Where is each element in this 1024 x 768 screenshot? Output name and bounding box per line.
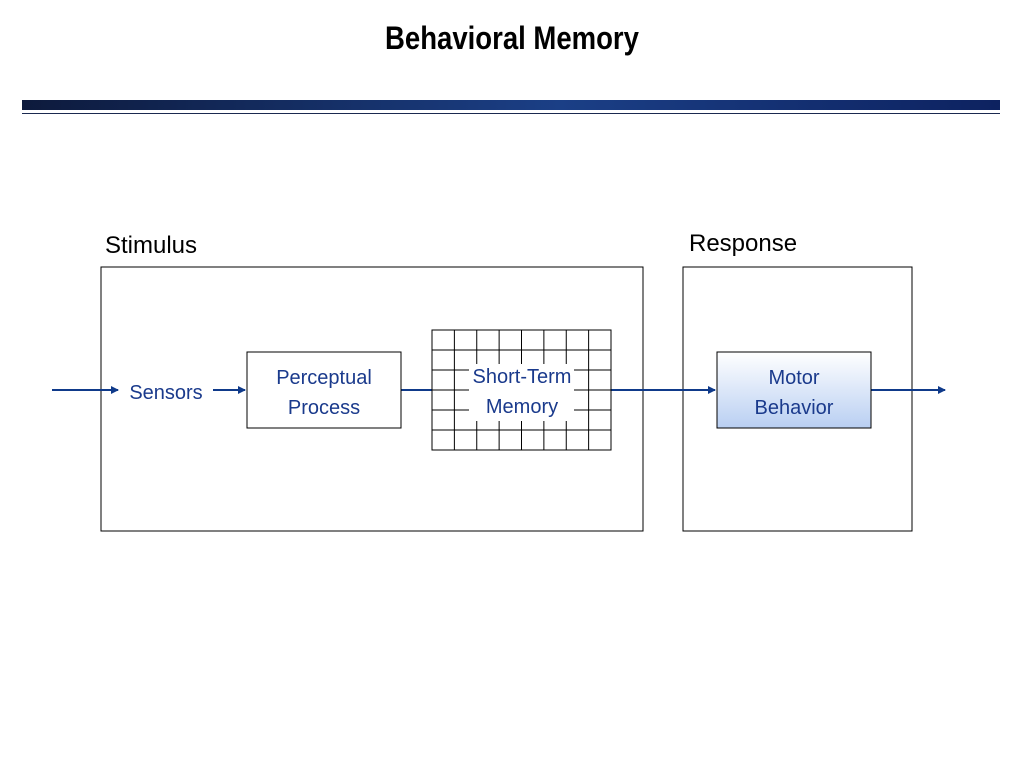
response-box — [682, 266, 913, 532]
title-underline-bar — [22, 100, 1000, 110]
motor-line1: Motor — [768, 367, 819, 389]
stm-line2: Memory — [486, 396, 558, 418]
perceptual-line2: Process — [288, 397, 360, 419]
motor-line2: Behavior — [755, 397, 834, 419]
sensors-label: Sensors — [129, 382, 202, 404]
stimulus-label: Stimulus — [105, 232, 197, 259]
motor-behavior-node: Motor Behavior — [716, 351, 872, 429]
title-underline-rule — [22, 113, 1000, 114]
short-term-memory-node: Short-Term Memory — [431, 329, 612, 451]
slide-title: Behavioral Memory — [385, 20, 639, 56]
stm-label-backdrop — [469, 364, 574, 421]
stimulus-box — [100, 266, 644, 532]
perceptual-line1: Perceptual — [276, 367, 372, 389]
response-label: Response — [689, 230, 797, 257]
stm-line1: Short-Term — [473, 366, 572, 388]
perceptual-process-node: Perceptual Process — [246, 351, 402, 429]
